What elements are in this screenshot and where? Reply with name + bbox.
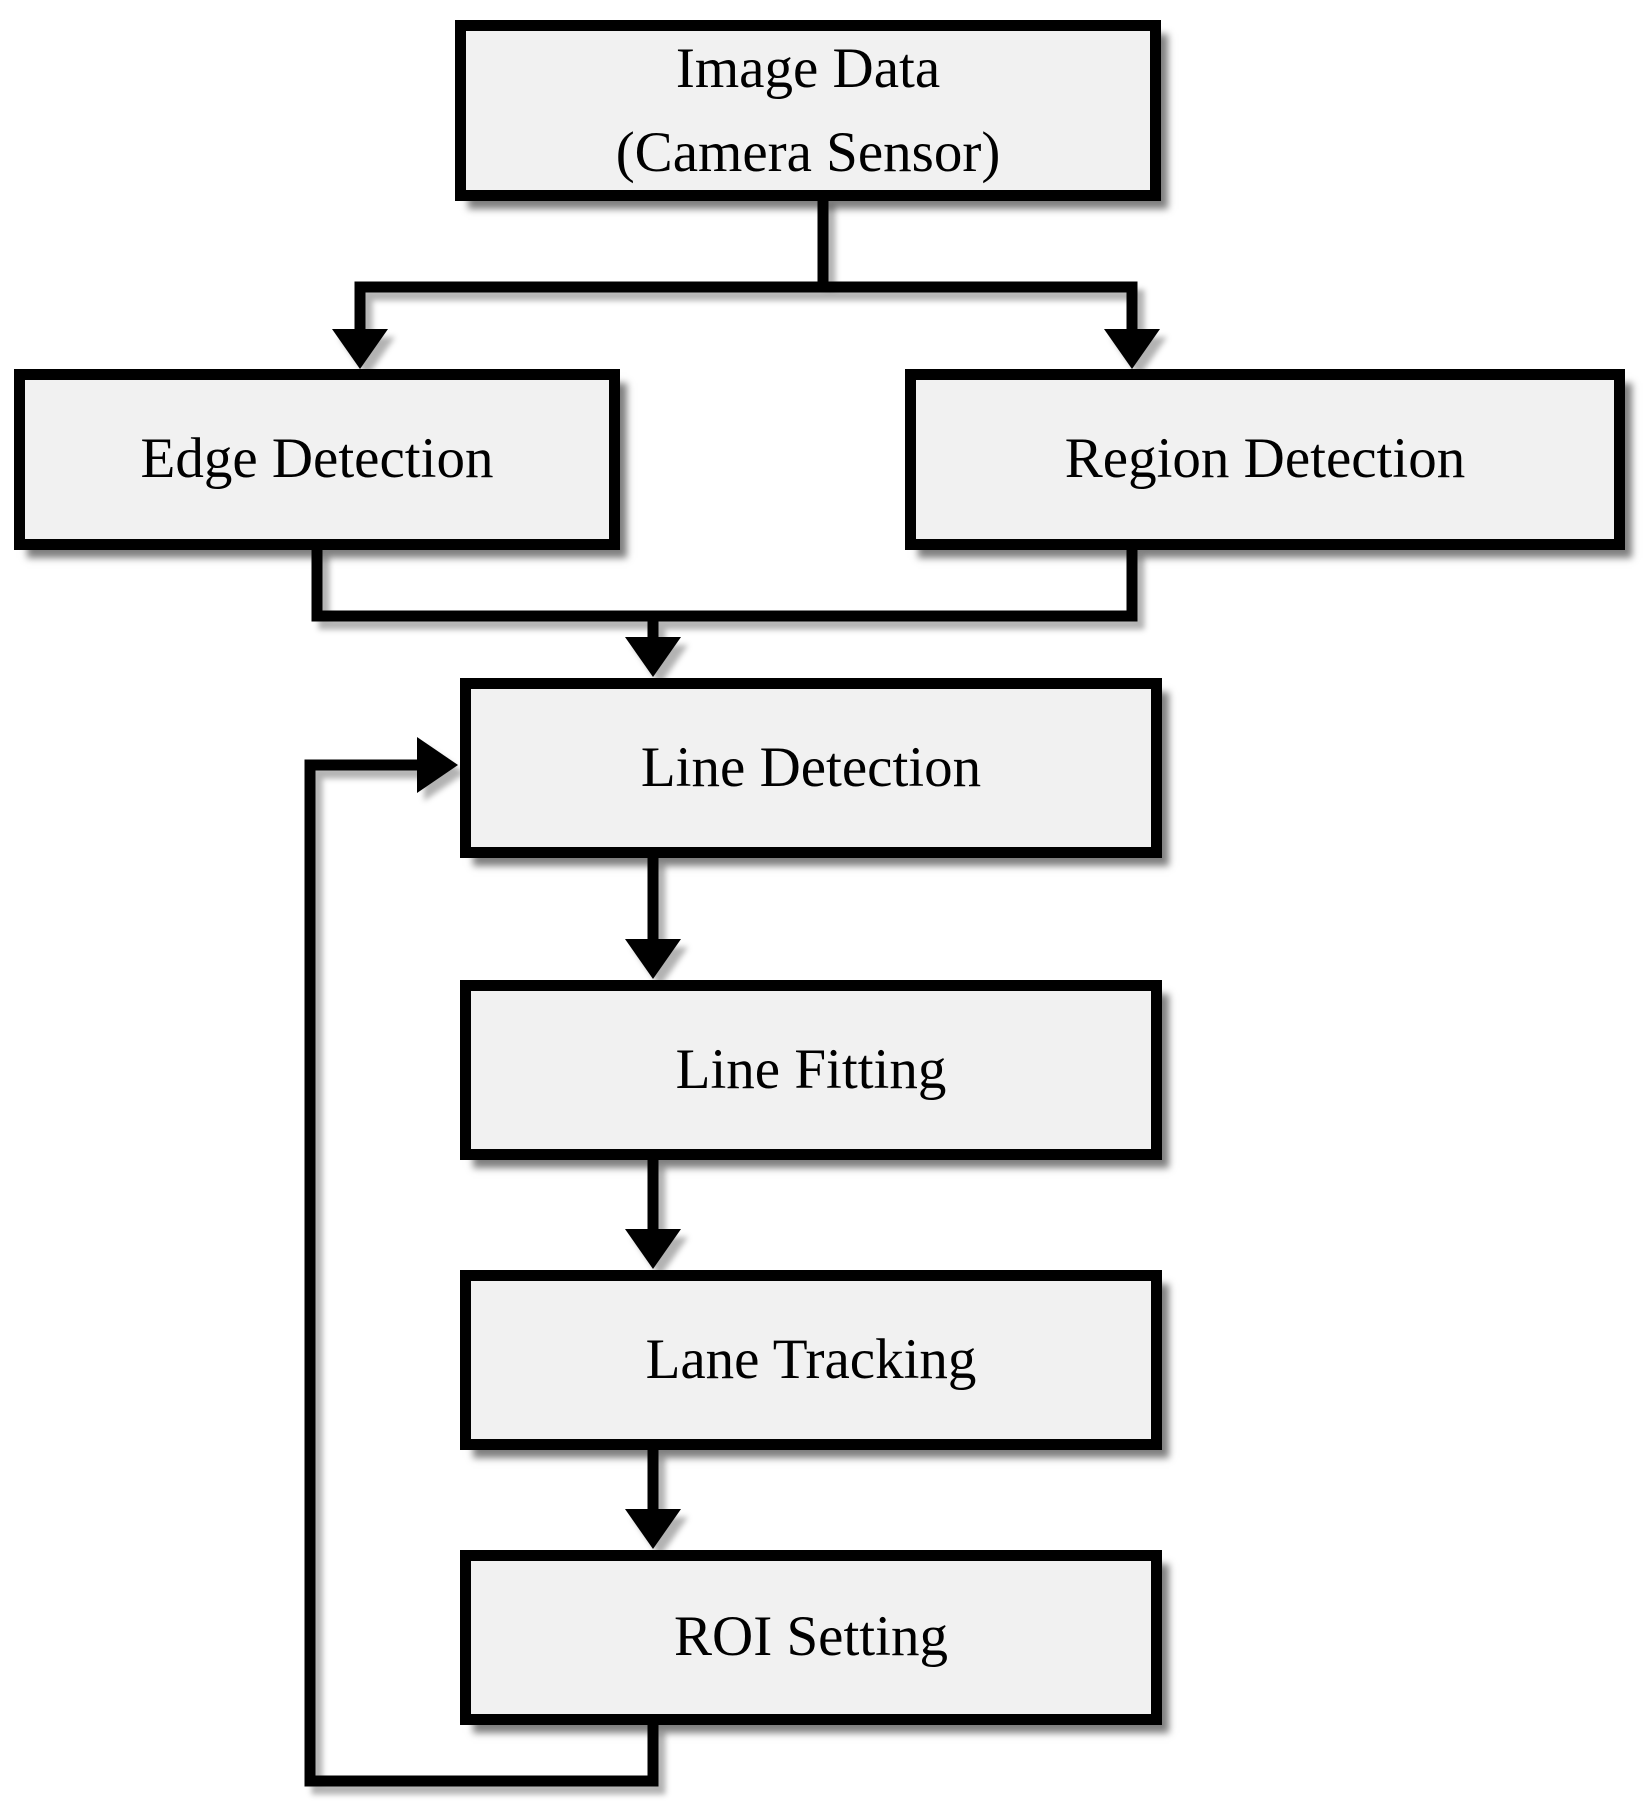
connector-merge-bar [311,548,1138,622]
arrowhead-down-lane-tracking [625,1229,681,1269]
node-image-data: Image Data (Camera Sensor) [455,20,1161,201]
node-roi-setting: ROI Setting [460,1550,1162,1725]
arrowhead-down-roi-setting [625,1509,681,1549]
node-line-detection-label: Line Detection [640,735,982,799]
node-region-detection-label: Region Detection [1064,427,1466,491]
node-image-data-label: Image Data [675,36,941,100]
arrowhead-down-region-detection [1104,329,1160,369]
node-line-fitting-label: Line Fitting [675,1037,947,1101]
node-roi-setting-label: ROI Setting [674,1605,948,1669]
node-region-detection: Region Detection [905,369,1625,550]
node-image-data-sublabel: (Camera Sensor) [615,120,1001,184]
node-line-detection: Line Detection [460,678,1162,858]
node-lane-tracking: Lane Tracking [460,1270,1162,1450]
connector-feedback-loop [304,759,659,1787]
connector-split-bar [354,281,1138,333]
node-lane-tracking-label: Lane Tracking [645,1327,977,1391]
arrowhead-down-line-fitting [625,939,681,979]
arrowhead-down-line-detection [625,637,681,677]
node-edge-detection-label: Edge Detection [140,427,494,491]
node-edge-detection: Edge Detection [14,369,620,550]
arrowhead-right-feedback [417,737,458,793]
arrowhead-down-edge-detection [332,329,388,369]
node-line-fitting: Line Fitting [460,980,1162,1160]
